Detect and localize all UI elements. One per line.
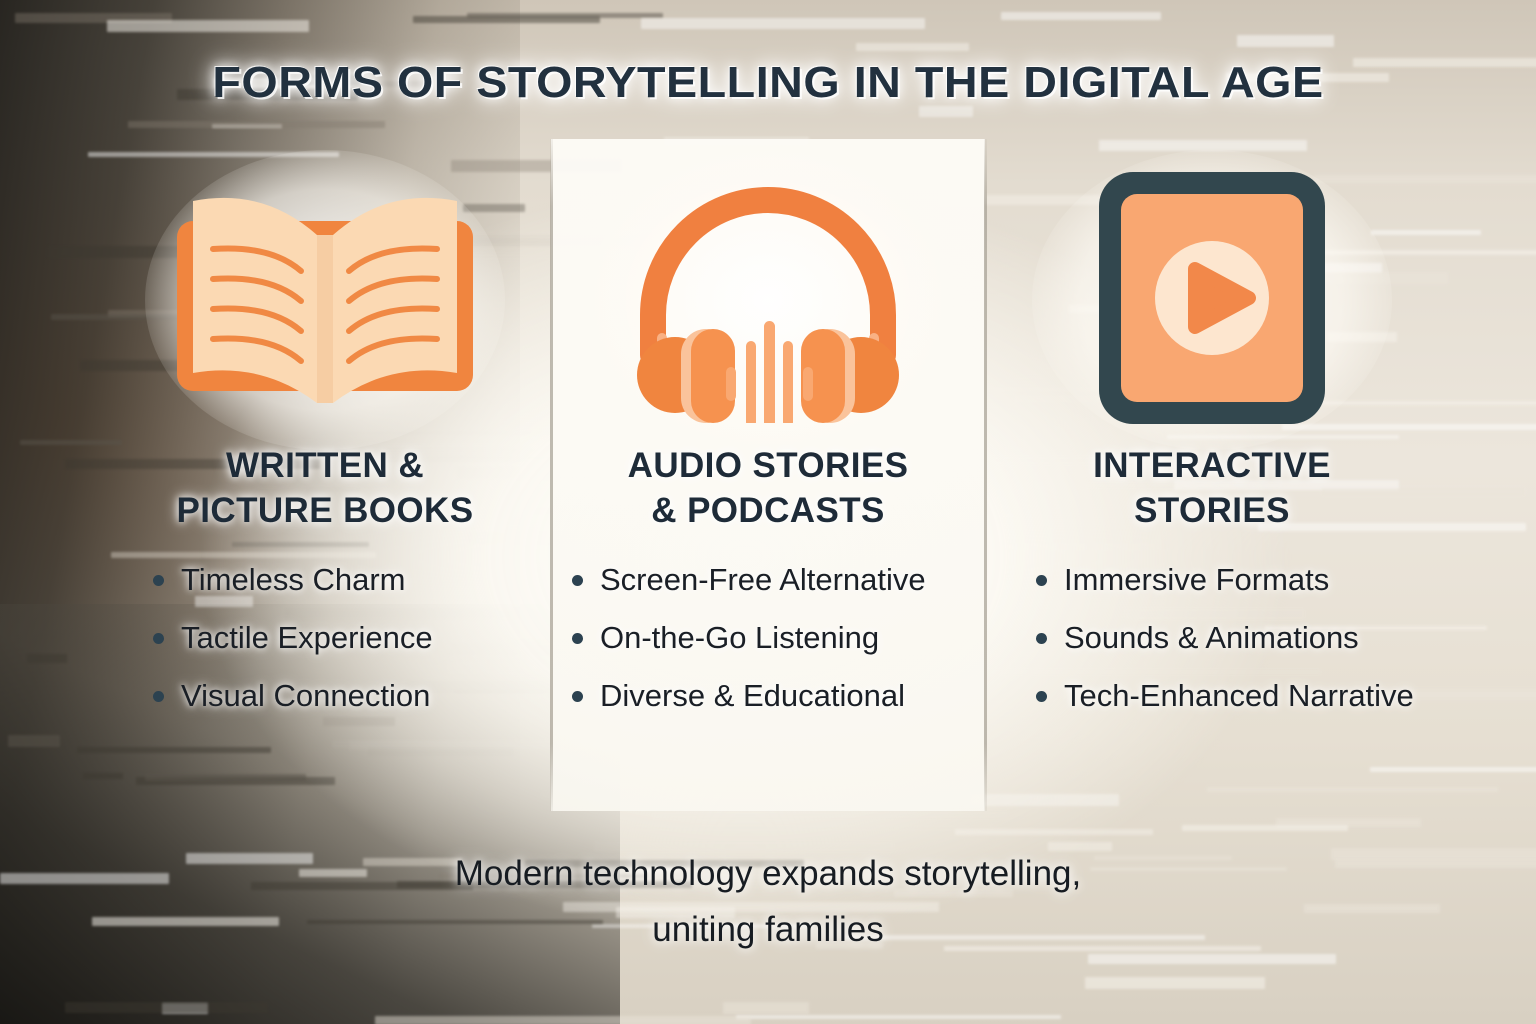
list-item: Tech-Enhanced Narrative — [1030, 680, 1424, 711]
column-heading: WRITTEN & PICTURE BOOKS — [113, 444, 537, 534]
list-item: Immersive Formats — [1030, 564, 1424, 595]
column-heading-line2: PICTURE BOOKS — [176, 490, 474, 530]
tablet-play-icon — [1087, 158, 1337, 443]
list-item: Tactile Experience — [147, 622, 537, 653]
bullet-dot-icon — [572, 690, 583, 702]
column-divider-right — [984, 139, 987, 811]
column-heading-line2: & PODCASTS — [651, 490, 885, 530]
icon-container — [113, 150, 537, 450]
column-divider-left — [550, 139, 553, 811]
open-book-icon — [165, 173, 485, 428]
bullet-dot-icon — [153, 690, 164, 702]
column-audio-stories-podcasts: AUDIO STORIES & PODCASTS Screen-Free Alt… — [556, 150, 980, 738]
column-heading: INTERACTIVE STORIES — [1000, 444, 1424, 534]
bullet-dot-icon — [1036, 690, 1047, 702]
feature-list: Immersive Formats Sounds & Animations Te… — [1030, 564, 1424, 711]
list-item: Visual Connection — [147, 680, 537, 711]
list-item-label: Visual Connection — [181, 677, 431, 713]
list-item: Diverse & Educational — [566, 680, 980, 711]
bullet-dot-icon — [1036, 632, 1047, 644]
column-heading: AUDIO STORIES & PODCASTS — [556, 444, 980, 534]
list-item: Sounds & Animations — [1030, 622, 1424, 653]
list-item-label: Tech-Enhanced Narrative — [1064, 677, 1414, 713]
bullet-dot-icon — [1036, 574, 1047, 586]
page-title: FORMS OF STORYTELLING IN THE DIGITAL AGE — [212, 58, 1324, 107]
list-item: Screen-Free Alternative — [566, 564, 980, 595]
icon-container — [1000, 150, 1424, 450]
list-item-label: Immersive Formats — [1064, 561, 1330, 597]
column-written-picture-books: WRITTEN & PICTURE BOOKS Timeless Charm T… — [113, 150, 537, 738]
list-item-label: Timeless Charm — [181, 561, 406, 597]
footer-line1: Modern technology expands storytelling, — [454, 854, 1082, 893]
list-item-label: On-the-Go Listening — [600, 619, 880, 655]
list-item-label: Screen-Free Alternative — [600, 561, 926, 597]
footer-line2: uniting families — [652, 910, 884, 949]
list-item-label: Sounds & Animations — [1064, 619, 1359, 655]
feature-list: Timeless Charm Tactile Experience Visual… — [147, 564, 537, 711]
bullet-dot-icon — [572, 632, 583, 644]
feature-list: Screen-Free Alternative On-the-Go Listen… — [566, 564, 980, 711]
bullet-dot-icon — [153, 574, 164, 586]
list-item: Timeless Charm — [147, 564, 537, 595]
list-item: On-the-Go Listening — [566, 622, 980, 653]
column-heading-line1: AUDIO STORIES — [627, 446, 909, 485]
list-item-label: Tactile Experience — [181, 619, 433, 655]
icon-container — [556, 150, 980, 450]
bullet-dot-icon — [153, 632, 164, 644]
column-heading-line1: INTERACTIVE — [1093, 446, 1331, 485]
bullet-dot-icon — [572, 574, 583, 586]
column-heading-line1: WRITTEN & — [225, 446, 424, 485]
list-item-label: Diverse & Educational — [600, 677, 905, 713]
headphones-icon — [623, 173, 913, 439]
column-heading-line2: STORIES — [1134, 490, 1290, 530]
footer-caption: Modern technology expands storytelling, … — [0, 846, 1536, 958]
column-interactive-stories: INTERACTIVE STORIES Immersive Formats So… — [1000, 150, 1424, 738]
